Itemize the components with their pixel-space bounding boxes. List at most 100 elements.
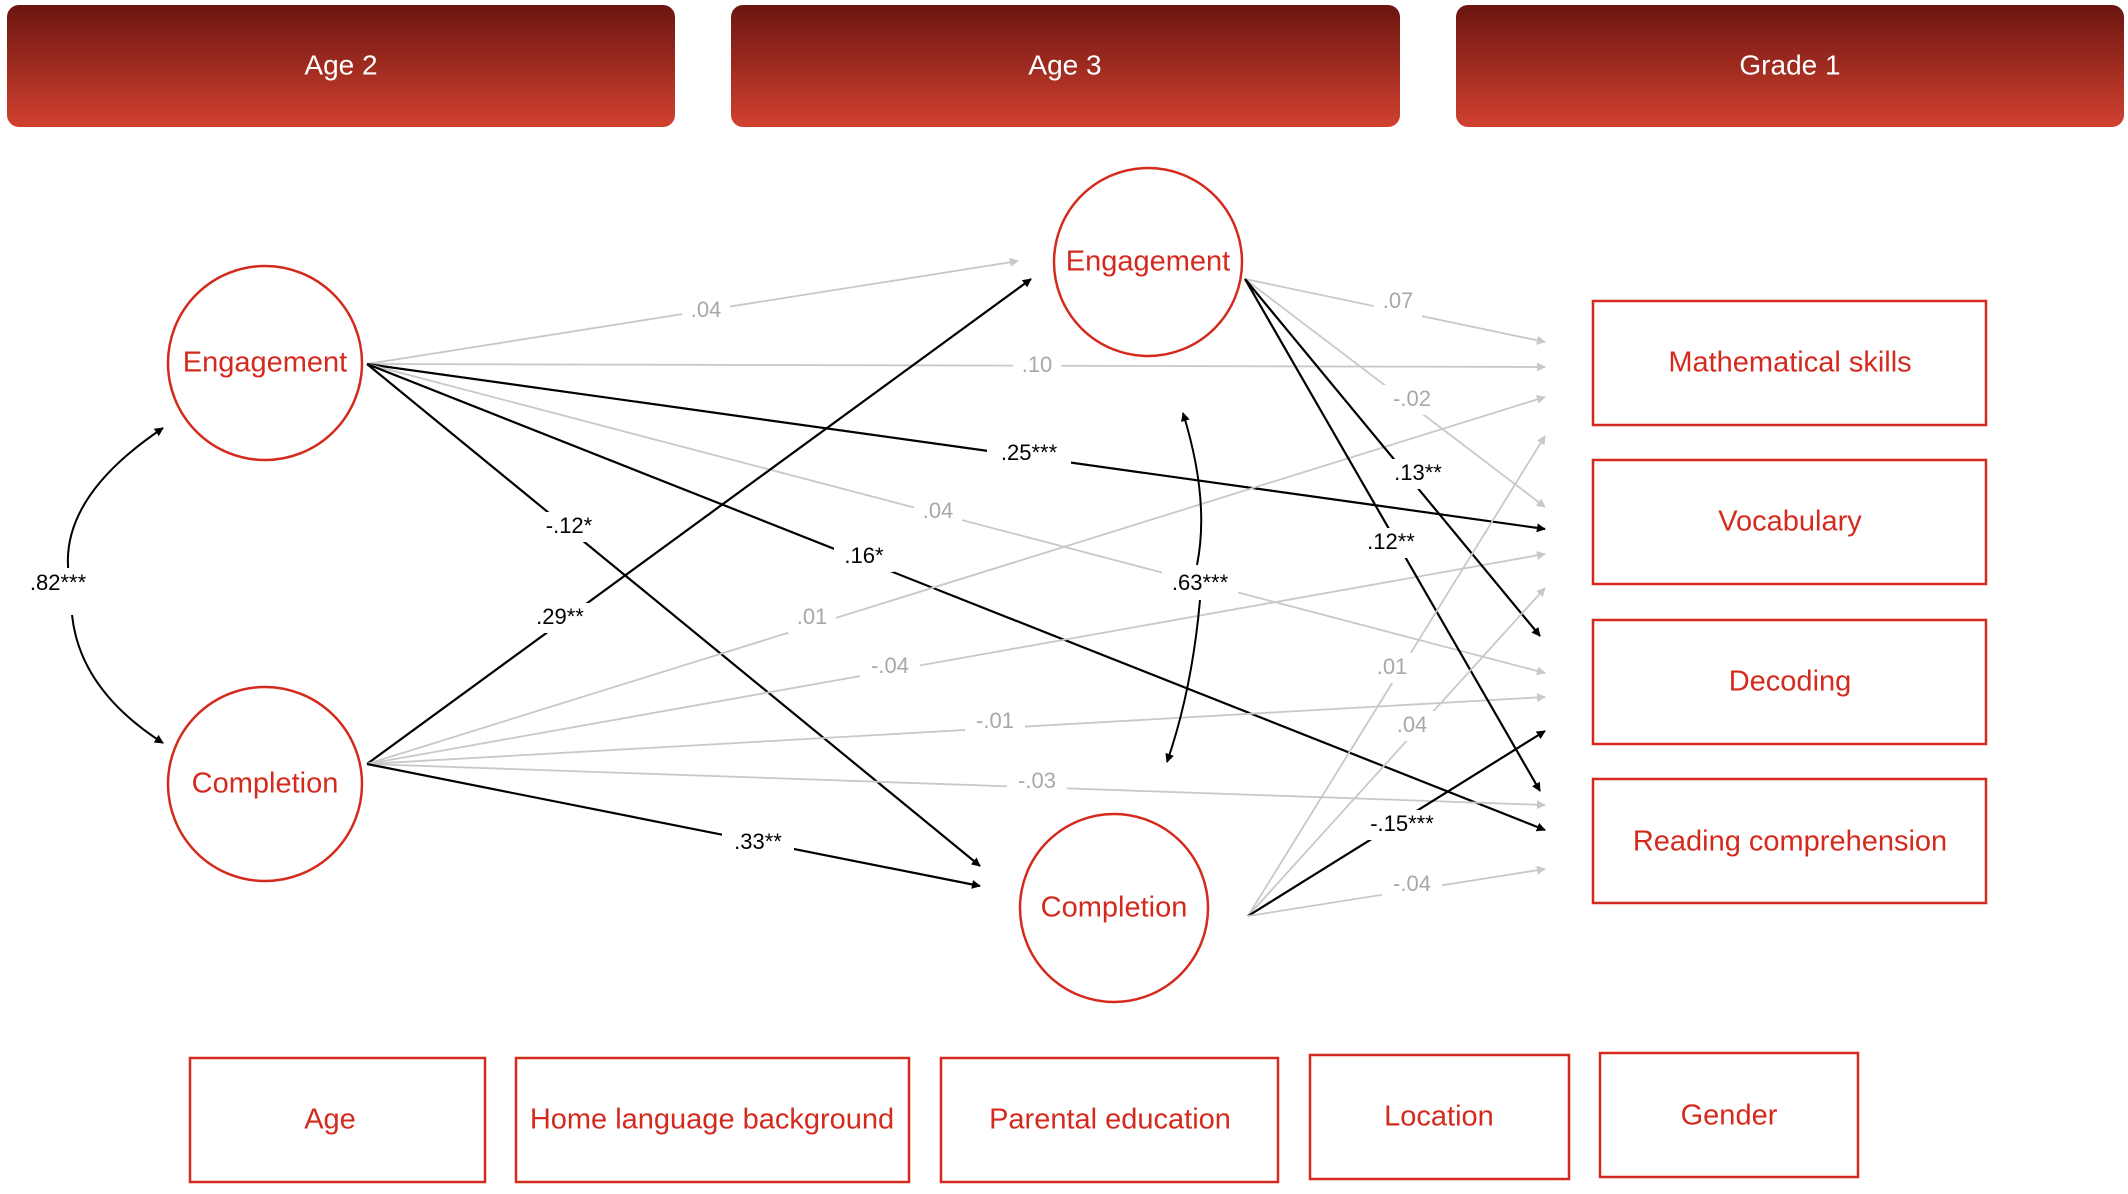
path-coefficient-label: -.04 [1393,871,1431,896]
path-coefficient-label: .25*** [1001,440,1058,465]
node-completion-age2: Completion [166,685,364,883]
path-eng_age2-to-reading: .16* [366,362,1546,832]
path-arrow [366,763,1546,810]
header-age3: Age 3 [731,5,1400,127]
path-arrow [366,692,1546,765]
path-eng_age2-to-comp_age3: -.12* [366,363,981,867]
path-comp_age2-to-math: .01 [366,395,1546,765]
path-coefficient-label: .04 [691,297,722,322]
path-comp_age2-to-comp_age3: .33** [366,762,981,889]
path-label-background [1388,711,1436,741]
covariate-location: Location [1308,1053,1571,1181]
node-completion-age3-label: Completion [1041,892,1188,924]
path-comp_age2-to-decoding: -.01 [366,692,1546,765]
path-arrow [1244,278,1541,637]
covariate-home-language: Home language background [514,1056,911,1184]
path-coefficient-label: -.02 [1393,386,1431,411]
path-arrow [366,762,981,889]
covariate-gender: Gender [1598,1051,1860,1179]
node-engagement-age3-label: Engagement [1066,246,1230,278]
path-eng_age3-to-vocab: -.02 [1244,278,1546,508]
path-coefficient-label: -.12* [546,513,593,538]
path-eng_age2-to-math: .10 [366,351,1546,381]
path-label-background [834,542,894,572]
correlation-age3: .63*** [1162,412,1238,763]
header-age3-label: Age 3 [1028,49,1101,80]
path-eng_age2-to-vocab: .25*** [366,362,1546,533]
path-eng_age2-to-decoding: .04 [366,363,1546,676]
outcome-vocabulary-label: Vocabulary [1718,506,1862,538]
node-engagement-age2-label: Engagement [183,347,347,379]
path-coefficient-label: .01 [797,604,828,629]
path-label-background [965,707,1025,737]
path-label-background [914,497,962,527]
paths-layer: .04 .10 .25*** .04 .16* -.12* .29** .01 -.04 -.01… [366,257,1546,917]
path-arrow [366,550,1546,765]
path-arrow [1247,587,1546,917]
path-label-background [722,828,794,858]
path-coefficient-label: .12** [1367,529,1415,554]
path-label-background [1355,528,1427,558]
node-completion-age3: Completion [1018,812,1210,1004]
outcome-reading-comprehension: Reading comprehension [1591,777,1988,905]
path-eng_age2-to-eng_age3: .04 [366,257,1019,365]
covariate-age: Age [188,1056,487,1184]
path-label-background [1013,351,1061,381]
path-label-background [987,439,1071,469]
node-engagement-age2: Engagement [166,264,364,462]
path-label-background [1382,385,1442,415]
covariate-age-label: Age [304,1104,356,1136]
path-arrow [366,278,1032,765]
path-comp_age2-to-vocab: -.04 [366,550,1546,765]
path-label-background [1368,653,1416,683]
header-age2: Age 2 [7,5,675,127]
path-coefficient-label: -.04 [871,653,909,678]
path-eng_age3-to-reading: .12** [1244,278,1541,792]
header-grade1-label: Grade 1 [1739,49,1840,80]
path-label-background [788,603,836,633]
path-arrow [366,363,981,867]
outcome-mathematical-skills: Mathematical skills [1591,299,1988,427]
path-coefficient-label: .01 [1377,654,1408,679]
path-label-background [1354,810,1450,840]
path-label-background [682,296,730,326]
path-coefficient-label: .29** [536,604,584,629]
node-completion-age2-label: Completion [192,768,339,800]
covariate-parental-education: Parental education [939,1056,1280,1184]
header-grade1: Grade 1 [1456,5,2124,127]
path-arrow [366,362,1546,832]
correlation-age3-label: .63*** [1172,570,1229,595]
path-coefficient-label: .07 [1383,288,1414,313]
path-comp_age3-to-decoding: -.15*** [1247,730,1546,917]
header-age2-label: Age 2 [304,49,377,80]
outcome-decoding-label: Decoding [1729,666,1852,698]
path-arrow [366,395,1546,765]
correlation-age2: .82*** [22,427,164,744]
path-coefficient-label: .04 [1397,712,1428,737]
correlation-age2-label: .82*** [30,570,87,595]
path-comp_age2-to-eng_age3: .29** [366,278,1032,765]
path-label-background [1382,459,1454,489]
path-comp_age3-to-math: .01 [1247,435,1546,917]
outcome-vocabulary: Vocabulary [1591,458,1988,586]
covariate-home-language-label: Home language background [530,1104,894,1136]
path-label-background [1374,287,1422,317]
path-coefficient-label: -.15*** [1370,811,1434,836]
path-label-background [524,603,596,633]
path-arrow [366,362,1546,533]
path-comp_age3-to-vocab: .04 [1247,587,1546,917]
node-engagement-age3: Engagement [1052,166,1244,358]
path-coefficient-label: .04 [923,498,954,523]
outcome-reading-comprehension-label: Reading comprehension [1633,826,1947,858]
covariate-parental-education-label: Parental education [989,1104,1231,1136]
path-label-background [533,512,605,542]
path-coefficient-label: .13** [1394,460,1442,485]
path-coefficient-label: .10 [1022,352,1053,377]
path-coefficient-label: .16* [844,543,884,568]
path-label-background [860,652,920,682]
path-coefficient-label: -.03 [1018,768,1056,793]
outcome-decoding: Decoding [1591,618,1988,746]
path-eng_age3-to-decoding: .13** [1244,278,1541,637]
path-comp_age2-to-reading: -.03 [366,763,1546,810]
